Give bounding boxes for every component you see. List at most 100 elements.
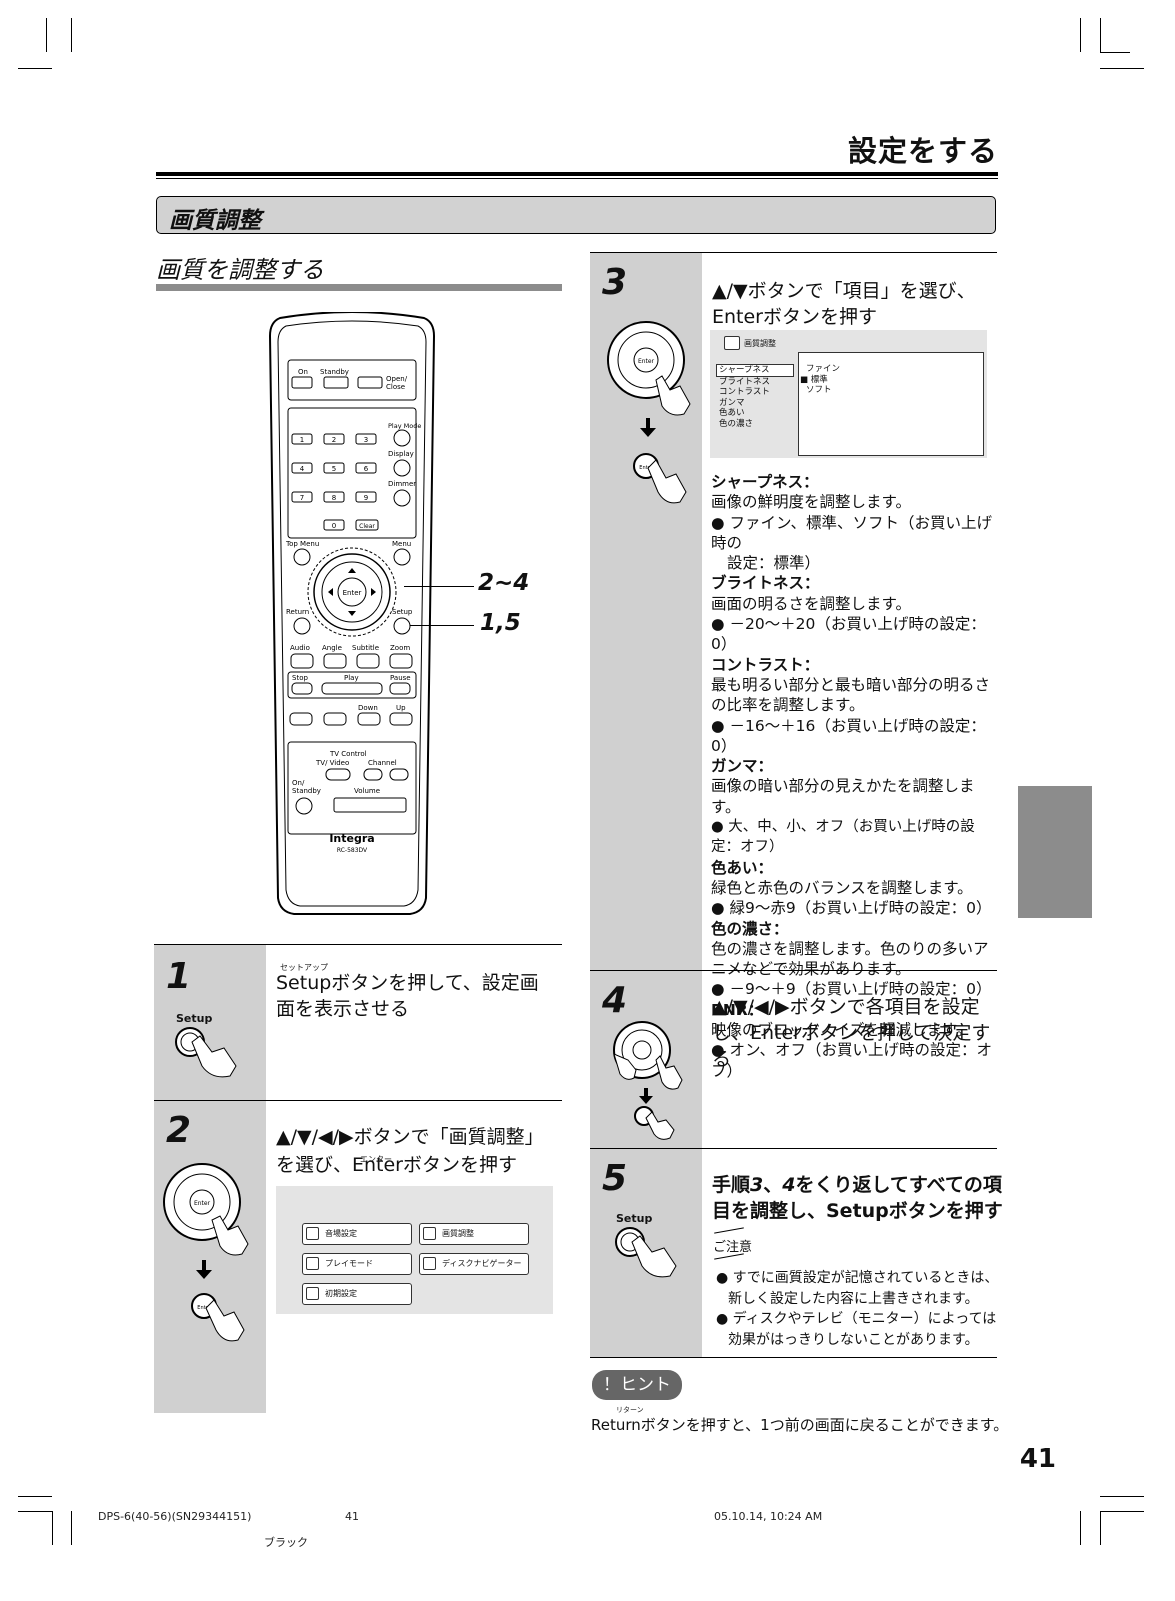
desc-text: ニメなどで効果があります。	[711, 960, 911, 979]
step-text-bold: をくり返してすべての項	[795, 1174, 1002, 1196]
page-title: 設定をする	[847, 134, 998, 168]
step-ref: 3	[750, 1174, 764, 1196]
remote-enter-button	[337, 577, 367, 607]
desc-bullet: ● 緑9～赤9（お買い上げ時の設定：0）	[711, 899, 992, 918]
list-item[interactable]: 色の濃さ	[719, 418, 754, 429]
list-item[interactable]: 色あい	[719, 408, 745, 418]
menu-item-initial-settings[interactable]: 初期設定	[302, 1283, 412, 1305]
remote-display-button	[393, 459, 411, 477]
svg-text:Enter: Enter	[639, 465, 653, 471]
remote-num-button	[355, 462, 377, 474]
step-rule	[590, 1357, 997, 1358]
remote-num-button	[323, 519, 345, 531]
hint-text: Returnボタンを押すと、1つ前の画面に戻ることができます。	[591, 1416, 1009, 1434]
remote-zoom-button	[389, 653, 413, 669]
crop-mark	[71, 1511, 72, 1545]
remote-return-button	[293, 617, 311, 635]
step-number: 5	[602, 1158, 628, 1199]
option-item[interactable]: ■ 標準	[800, 374, 828, 385]
remote-num-button	[323, 462, 345, 474]
menu-item-picture-adjust[interactable]: 画質調整	[419, 1223, 529, 1245]
menu-item-play-mode[interactable]: プレイモード	[302, 1253, 412, 1275]
list-item[interactable]: コントラスト	[719, 387, 770, 397]
menu-item-audio-settings[interactable]: 音場設定	[302, 1223, 412, 1245]
remote-top-menu-button	[293, 548, 311, 566]
remote-label: Subtitle	[352, 644, 379, 652]
remote-label: Play Mode	[388, 422, 421, 430]
list-item[interactable]: ブライトネス	[719, 376, 771, 387]
option-item[interactable]: ソフト	[806, 385, 832, 395]
desc-bullet: ● 大、中、小、オフ（お買い上げ時の設定：オフ）	[711, 819, 975, 856]
remote-label: Up	[396, 704, 406, 712]
step-rule	[154, 1100, 562, 1101]
remote-open-close-button	[357, 376, 383, 389]
remote-label: Open/	[386, 375, 408, 383]
footer-color: ブラック	[264, 1536, 308, 1549]
option-list: ファイン ■ 標準 ソフト	[800, 364, 840, 396]
remote-num-label: 0	[332, 522, 336, 530]
desc-text: 画像の暗い部分の見えかたを調整します。	[711, 777, 975, 816]
section-bar: 画質調整	[156, 196, 996, 234]
crop-mark	[1100, 1511, 1144, 1512]
remote-num-button	[355, 491, 377, 503]
remote-play-mode-button	[393, 429, 411, 447]
desc-title: BNR：	[711, 1000, 764, 1019]
callout-2-4: 2~4	[478, 570, 530, 596]
remote-standby-button	[323, 376, 349, 389]
crop-mark	[46, 18, 47, 52]
dpad-enter-icon	[613, 1021, 683, 1140]
remote-num-label: 5	[332, 465, 336, 473]
remote-up-button	[389, 712, 413, 726]
crop-mark	[1080, 1511, 1081, 1545]
remote-label: Down	[358, 704, 378, 712]
remote-label: Play	[344, 674, 359, 682]
menu-item-disc-navigator[interactable]: ディスクナビゲーター	[419, 1253, 529, 1275]
remote-audio-button	[290, 653, 314, 669]
remote-brand: Integra	[329, 832, 374, 845]
remote-label: Channel	[368, 759, 397, 767]
list-item[interactable]: ガンマ	[719, 397, 745, 408]
remote-label: Close	[386, 383, 405, 391]
step-text-line: ▲/▼/◀/▶ボタンで「画質調整」	[276, 1126, 544, 1148]
step-number: 1	[166, 956, 192, 997]
step-ref: 4	[782, 1174, 796, 1196]
step-text-line: Setupボタンを押して、設定画	[276, 972, 539, 994]
remote-num-label: Clear	[359, 523, 375, 530]
step-5-text: 手順3、4をくり返してすべての項 目を調整し、Setupボタンを押す	[712, 1172, 1003, 1224]
step-rule	[154, 944, 562, 945]
page-number: 41	[1019, 1444, 1056, 1474]
remote-fwd-button	[323, 712, 347, 726]
remote-subtitle-button	[356, 653, 380, 669]
setup-label: Setup	[616, 1212, 653, 1225]
item-selected[interactable]: シャープネス	[716, 364, 794, 377]
crop-mark	[1100, 18, 1101, 52]
desc-text: 最も明るい部分と最も暗い部分の明るさ	[711, 675, 991, 694]
remote-rev-button	[289, 712, 313, 726]
step-text-line: 手順3、4をくり返してすべての項	[712, 1172, 1003, 1198]
remote-num-label: 3	[364, 436, 368, 444]
setup-menu-screen: 音場設定 画質調整 プレイモード ディスクナビゲーター 初期設定	[276, 1186, 553, 1314]
remote-num-label: 9	[364, 494, 368, 502]
setup-label: Setup	[176, 1012, 213, 1025]
remote-num-label: 1	[300, 436, 304, 444]
step-2-panel	[154, 1101, 266, 1413]
step-text-line: し、Enterボタンを押して決定す	[712, 1022, 991, 1044]
remote-control-illustration: On Standby Open/ Close Play Mode Display…	[268, 312, 436, 915]
desc-text: 緑色と赤色のバランスを調整します。	[711, 878, 973, 897]
press-button-icon	[615, 1227, 677, 1278]
svg-text:Enter: Enter	[638, 358, 655, 365]
ruby-text: セットアップ	[280, 963, 328, 972]
remote-setup-button	[393, 617, 411, 635]
caution-mark	[714, 1227, 744, 1234]
crop-mark	[18, 1496, 52, 1497]
desc-bullet: ● －16～＋16（お買い上げ時の設定：0）	[711, 716, 986, 755]
menu-item-label: ディスクナビゲーター	[442, 1259, 522, 1268]
desc-bullet: ● －9～＋9（お買い上げ時の設定：0）	[711, 980, 992, 999]
crop-mark	[1100, 1496, 1144, 1497]
option-item[interactable]: ファイン	[806, 364, 841, 374]
step-1-text: Setupボタンを押して、設定画 面を表示させる	[276, 970, 539, 1022]
step-3-text: ▲/▼ボタンで「項目」を選び、 Enterボタンを押す	[712, 278, 976, 330]
remote-label: Enter	[343, 589, 362, 597]
step-number: 2	[166, 1110, 192, 1151]
note-line: ● ディスクやテレビ（モニター）によっては	[716, 1311, 997, 1327]
